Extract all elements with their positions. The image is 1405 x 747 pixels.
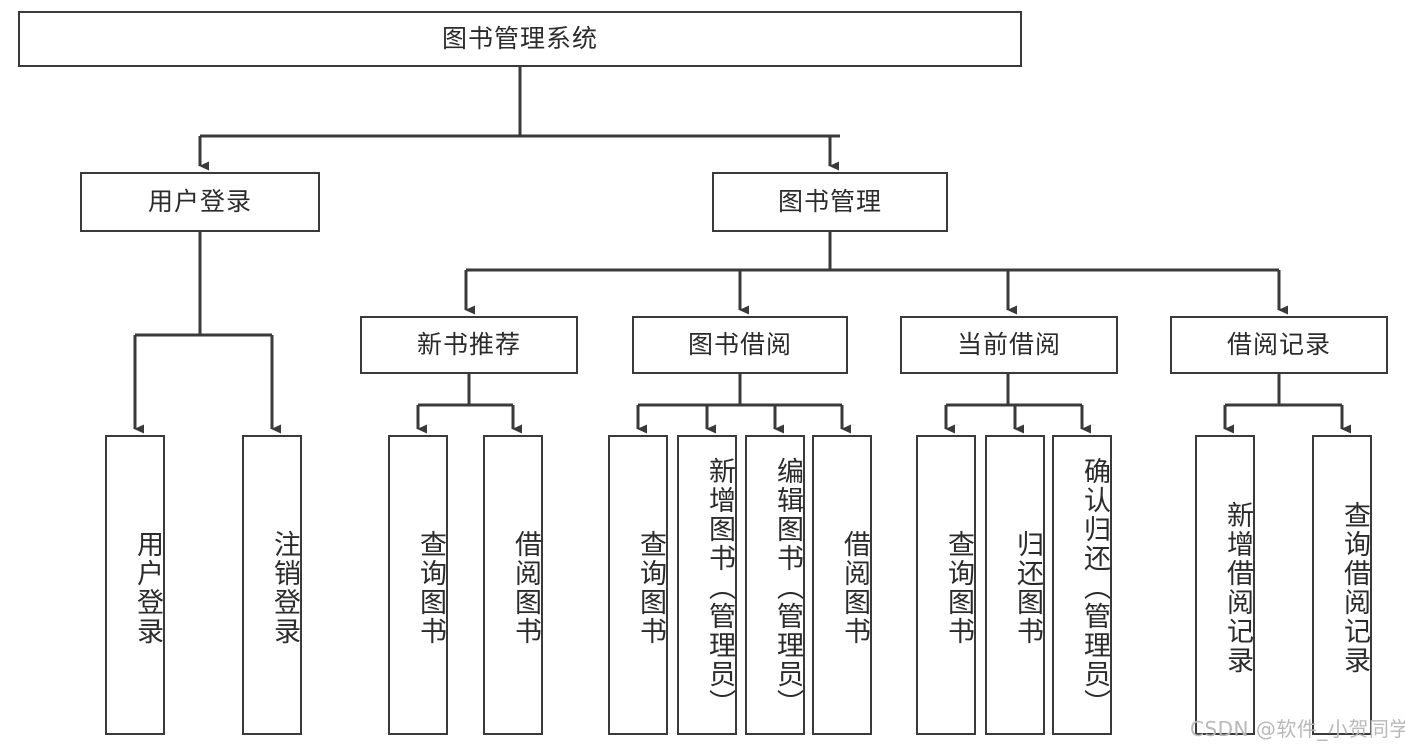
node-current-borrow[interactable]: 当前借阅: [900, 316, 1118, 374]
node-new-book-recommend[interactable]: 新书推荐: [360, 316, 578, 374]
csdn-watermark: CSDN @软件_小贺同学: [1190, 717, 1405, 741]
leaf-query-borrow-record[interactable]: 查询借阅记录: [1312, 435, 1372, 735]
leaf-add-book-admin[interactable]: 新增图书（管理员）: [677, 435, 737, 735]
leaf-query-book-borrow[interactable]: 查询图书: [608, 435, 668, 735]
leaf-return-book[interactable]: 归还图书: [985, 435, 1045, 735]
leaf-user-login[interactable]: 用户登录: [105, 435, 165, 735]
node-user-login[interactable]: 用户登录: [80, 172, 320, 232]
leaf-add-borrow-record[interactable]: 新增借阅记录: [1195, 435, 1255, 735]
node-root[interactable]: 图书管理系统: [18, 11, 1022, 67]
leaf-query-book-current[interactable]: 查询图书: [916, 435, 976, 735]
node-book-borrow[interactable]: 图书借阅: [632, 316, 848, 374]
leaf-borrow-book[interactable]: 借阅图书: [812, 435, 872, 735]
leaf-confirm-return-admin[interactable]: 确认归还（管理员）: [1052, 435, 1112, 735]
leaf-edit-book-admin[interactable]: 编辑图书（管理员）: [745, 435, 805, 735]
node-book-management[interactable]: 图书管理: [712, 172, 948, 232]
leaf-user-logout[interactable]: 注销登录: [242, 435, 302, 735]
leaf-query-book-recommend[interactable]: 查询图书: [388, 435, 448, 735]
leaf-borrow-book-recommend[interactable]: 借阅图书: [483, 435, 543, 735]
node-borrow-records[interactable]: 借阅记录: [1170, 316, 1388, 374]
